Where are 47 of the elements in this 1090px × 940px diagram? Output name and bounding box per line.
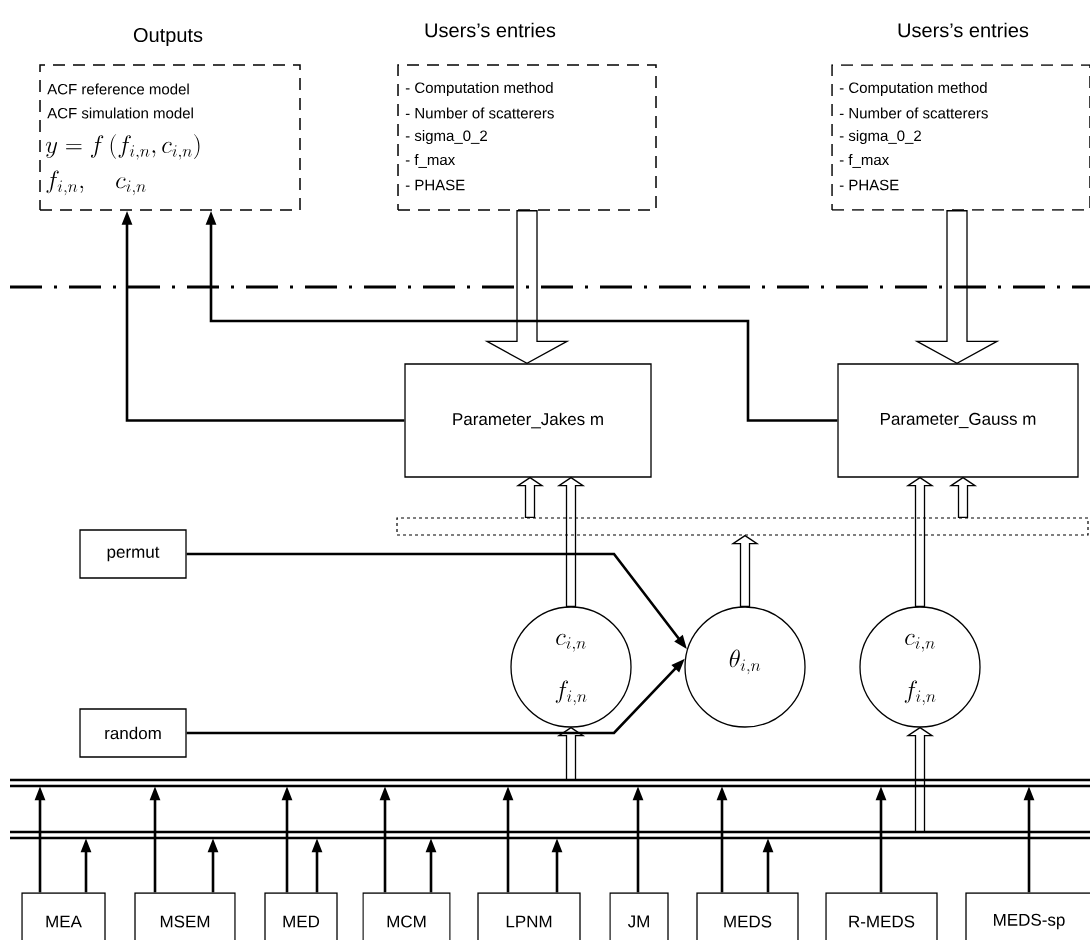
list-item: ACF simulation model: [47, 107, 193, 119]
hollow-arrow: [905, 726, 935, 833]
process-box: Parameter_Gauss m: [837, 363, 1079, 478]
list-item: - sigma_0_2: [839, 130, 921, 144]
input-box: random: [79, 708, 187, 758]
list-item: - Number of scatterers: [839, 107, 988, 119]
formula: $f_{i,n}$: [904, 680, 936, 706]
list-item: - f_max: [405, 154, 456, 168]
formula: $c_{i,n}$: [556, 633, 586, 652]
method-box: MSEM: [134, 892, 236, 940]
method-box: LPNM: [477, 892, 581, 940]
box-title: Users’s entries: [425, 22, 556, 38]
list-item: - Computation method: [839, 82, 987, 96]
method-box: MED: [264, 892, 338, 940]
hollow-arrow: [905, 476, 935, 607]
hollow-arrow: [515, 476, 545, 519]
dotted-band: [396, 517, 1089, 536]
input-box: permut: [79, 529, 187, 579]
method-box: R-MEDS: [825, 892, 938, 940]
method-box: MEDS: [696, 892, 799, 940]
bus-line: [10, 830, 1090, 840]
method-box: MEDS-sp: [965, 892, 1090, 940]
box-title: Users’s entries: [898, 22, 1029, 38]
method-box: MEA: [21, 892, 106, 940]
bus-line: [10, 778, 1090, 788]
hollow-arrow: [914, 210, 1000, 365]
method-box: MCM: [362, 892, 451, 940]
method-box: JM: [609, 892, 669, 940]
hollow-arrow: [484, 210, 570, 365]
list-item: - f_max: [839, 154, 890, 168]
hollow-arrow: [556, 476, 586, 607]
formula: $y = f\left(f_{i,n}, c_{i,n}\right)$: [45, 134, 200, 160]
hollow-arrow: [948, 476, 978, 519]
list-item: - Number of scatterers: [405, 107, 554, 119]
list-item: - PHASE: [839, 179, 899, 191]
formula: $c_{i,n}$: [905, 633, 935, 652]
hollow-arrow: [556, 726, 586, 781]
formula: $\theta_{i,n}$: [729, 649, 761, 675]
box-title: Outputs: [133, 27, 203, 47]
list-item: - sigma_0_2: [405, 130, 487, 144]
list-item: ACF reference model: [47, 83, 189, 95]
process-box: Parameter_Jakes m: [404, 363, 652, 478]
formula: $f_{i,n},\quad c_{i,n}$: [46, 170, 146, 196]
list-item: - PHASE: [405, 179, 465, 191]
list-item: - Computation method: [405, 82, 553, 96]
hollow-arrow: [730, 534, 760, 607]
formula: $f_{i,n}$: [555, 680, 587, 706]
